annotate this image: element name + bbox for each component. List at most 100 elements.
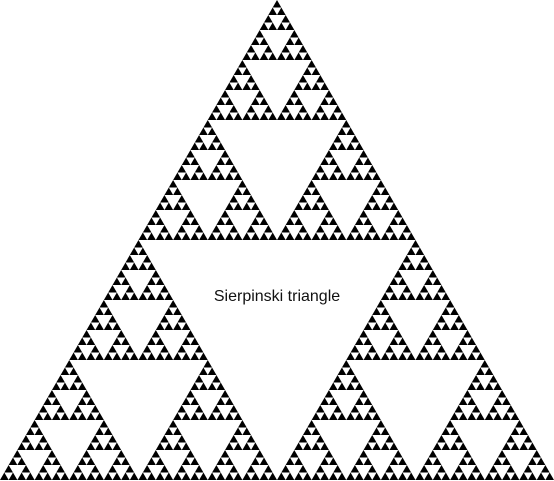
small-triangle bbox=[17, 472, 26, 480]
small-triangle bbox=[60, 382, 70, 390]
small-triangle bbox=[186, 210, 195, 218]
small-triangle bbox=[324, 450, 334, 458]
small-triangle bbox=[103, 307, 113, 315]
small-triangle bbox=[333, 105, 342, 113]
small-triangle bbox=[497, 390, 507, 398]
small-triangle bbox=[467, 412, 477, 420]
small-triangle bbox=[367, 165, 377, 173]
small-triangle bbox=[90, 465, 100, 473]
small-triangle bbox=[515, 420, 524, 428]
small-triangle bbox=[450, 412, 459, 420]
small-triangle bbox=[151, 450, 161, 458]
small-triangle bbox=[34, 427, 44, 435]
small-triangle bbox=[289, 210, 299, 218]
small-triangle bbox=[510, 472, 520, 480]
small-triangle bbox=[519, 472, 529, 480]
small-triangle bbox=[294, 472, 303, 480]
small-triangle bbox=[398, 472, 407, 480]
small-triangle bbox=[354, 172, 364, 180]
small-triangle bbox=[103, 322, 113, 330]
small-triangle bbox=[207, 472, 217, 480]
small-triangle bbox=[207, 232, 217, 240]
small-triangle bbox=[380, 427, 390, 435]
small-triangle bbox=[229, 465, 239, 473]
small-triangle bbox=[350, 135, 360, 143]
small-triangle bbox=[441, 472, 451, 480]
small-triangle bbox=[194, 375, 204, 383]
small-triangle bbox=[8, 472, 18, 480]
small-triangle bbox=[86, 472, 96, 480]
small-triangle bbox=[398, 352, 407, 360]
small-triangle bbox=[497, 450, 507, 458]
small-triangle bbox=[277, 112, 286, 120]
small-triangle bbox=[281, 225, 290, 233]
small-triangle bbox=[108, 435, 117, 443]
small-triangle bbox=[376, 180, 386, 188]
small-triangle bbox=[393, 330, 403, 338]
small-triangle bbox=[255, 30, 265, 38]
small-triangle bbox=[199, 352, 208, 360]
small-triangle bbox=[476, 367, 485, 375]
small-triangle bbox=[255, 90, 265, 98]
small-triangle bbox=[285, 457, 295, 465]
small-triangle bbox=[354, 397, 364, 405]
small-triangle bbox=[177, 195, 187, 203]
small-triangle bbox=[194, 345, 204, 353]
small-triangle bbox=[428, 270, 438, 278]
small-triangle bbox=[445, 420, 455, 428]
small-triangle bbox=[186, 150, 195, 158]
small-triangle bbox=[298, 225, 308, 233]
small-triangle bbox=[454, 315, 464, 323]
small-triangle bbox=[441, 427, 451, 435]
small-triangle bbox=[328, 382, 338, 390]
small-triangle bbox=[95, 412, 104, 420]
small-triangle bbox=[298, 435, 308, 443]
small-triangle bbox=[181, 217, 191, 225]
small-triangle bbox=[164, 322, 174, 330]
small-triangle bbox=[108, 285, 117, 293]
figure-caption: Sierpinski triangle bbox=[213, 288, 341, 305]
small-triangle bbox=[359, 210, 368, 218]
small-triangle bbox=[302, 52, 312, 60]
small-triangle bbox=[385, 465, 394, 473]
small-triangle bbox=[255, 210, 265, 218]
small-triangle bbox=[86, 412, 96, 420]
small-triangle bbox=[294, 442, 303, 450]
small-triangle bbox=[346, 172, 355, 180]
small-triangle bbox=[216, 217, 226, 225]
small-triangle bbox=[441, 292, 451, 300]
small-triangle bbox=[77, 337, 87, 345]
small-triangle bbox=[437, 285, 446, 293]
small-triangle bbox=[337, 382, 347, 390]
small-triangle bbox=[199, 367, 208, 375]
small-triangle bbox=[311, 472, 321, 480]
small-triangle bbox=[380, 322, 390, 330]
small-triangle bbox=[337, 127, 347, 135]
small-triangle bbox=[251, 472, 260, 480]
small-triangle bbox=[389, 352, 399, 360]
small-triangle bbox=[103, 292, 113, 300]
small-triangle bbox=[380, 472, 390, 480]
small-triangle bbox=[190, 172, 200, 180]
small-triangle bbox=[160, 465, 169, 473]
small-triangle bbox=[484, 367, 494, 375]
small-triangle bbox=[545, 472, 554, 480]
small-triangle bbox=[281, 15, 290, 23]
small-triangle bbox=[216, 97, 226, 105]
small-triangle bbox=[367, 195, 377, 203]
small-triangle bbox=[30, 420, 39, 428]
small-triangle bbox=[311, 172, 321, 180]
small-triangle bbox=[523, 465, 533, 473]
small-triangle bbox=[380, 292, 390, 300]
small-triangle bbox=[212, 165, 221, 173]
small-triangle bbox=[441, 322, 451, 330]
small-triangle bbox=[181, 232, 191, 240]
small-triangle bbox=[173, 202, 182, 210]
small-triangle bbox=[73, 375, 83, 383]
small-triangle bbox=[380, 232, 390, 240]
small-triangle bbox=[424, 262, 433, 270]
small-triangle bbox=[177, 435, 187, 443]
small-triangle bbox=[251, 37, 260, 45]
small-triangle bbox=[4, 465, 13, 473]
